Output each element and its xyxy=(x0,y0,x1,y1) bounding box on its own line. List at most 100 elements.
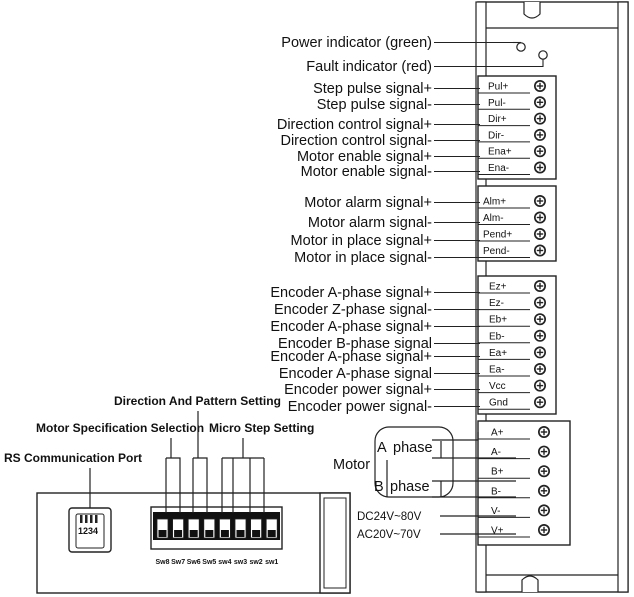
terminal-screw xyxy=(534,228,546,240)
terminal-label: Vcc xyxy=(489,381,506,392)
terminal-label: Eb+ xyxy=(489,315,507,326)
micro-step-label: Micro Step Setting xyxy=(209,421,314,435)
phase-b-label: phase xyxy=(390,479,430,495)
fault-led xyxy=(538,50,548,60)
left-label: Step pulse signal- xyxy=(317,97,432,113)
left-label: Power indicator (green) xyxy=(281,35,432,51)
terminal-screw xyxy=(538,465,550,478)
phase-a-letter: A xyxy=(377,440,387,456)
terminal-label: Dir+ xyxy=(488,114,507,125)
terminal-screw xyxy=(538,484,550,497)
terminal-label: B- xyxy=(491,486,501,497)
terminal-screw xyxy=(534,195,546,207)
power-terminals: A+A-B+B-V-V+ xyxy=(478,426,550,538)
left-label: Motor in place signal+ xyxy=(291,233,432,249)
dip-leader-lines xyxy=(165,411,265,513)
terminal-label: Alm+ xyxy=(483,197,506,208)
left-label: Step pulse signal+ xyxy=(313,81,432,97)
terminal-screw xyxy=(534,128,546,141)
terminal-screw xyxy=(534,280,546,292)
dip-switch-toggle xyxy=(265,518,278,539)
terminal-screw xyxy=(534,379,546,392)
left-label: Motor enable signal+ xyxy=(297,149,432,165)
terminal-screw xyxy=(538,504,550,517)
terminal-screw xyxy=(538,445,550,458)
dip-switch-toggle xyxy=(172,518,185,539)
phase-a-label: phase xyxy=(393,440,433,456)
rs-port-label: RS Communication Port xyxy=(4,451,142,465)
left-label: Encoder power signal+ xyxy=(284,382,432,398)
dip-switch-label: Sw6 xyxy=(187,559,201,566)
terminal-screw xyxy=(534,329,546,342)
terminal-label: Ez- xyxy=(489,298,504,309)
terminal-screw xyxy=(534,161,546,174)
terminal-label: Ena- xyxy=(488,163,509,174)
rs-port-pins: 1234 xyxy=(78,526,98,536)
left-label: Encoder A-phase signal+ xyxy=(270,319,432,335)
left-label: Encoder power signal- xyxy=(288,399,432,415)
dip-switch xyxy=(150,506,283,550)
terminal-block-power xyxy=(477,420,571,546)
dip-switch-label: sw4 xyxy=(218,559,231,566)
terminal-screw xyxy=(534,313,546,326)
dip-switch-label: sw3 xyxy=(234,559,247,566)
terminal-label: Pend- xyxy=(483,246,510,257)
dip-switch-toggle xyxy=(234,518,247,539)
dip-switch-label: sw2 xyxy=(249,559,262,566)
motor-group: Motor A phase B phase xyxy=(333,426,516,498)
terminal-label: Ea- xyxy=(489,365,505,376)
left-label: Direction control signal- xyxy=(280,133,432,149)
dip-switch-label: Sw5 xyxy=(202,559,216,566)
dip-switch-toggle xyxy=(203,518,216,539)
terminal-label: Pul- xyxy=(488,98,506,109)
dip-switch-label: Sw7 xyxy=(171,559,185,566)
terminal-label: Ena+ xyxy=(488,147,512,158)
terminal-label: A+ xyxy=(491,428,504,439)
terminal-screw xyxy=(534,244,546,257)
terminal-label: Pend+ xyxy=(483,230,512,241)
motor-outline xyxy=(374,426,454,498)
dip-switch-toggle xyxy=(187,518,200,539)
motor-label: Motor xyxy=(333,457,370,473)
dip-switch-label: sw1 xyxy=(265,559,278,566)
terminal-screw xyxy=(534,346,546,359)
terminal-screw xyxy=(534,96,546,109)
terminal-screw xyxy=(534,80,546,92)
left-label: Encoder A-phase signal+ xyxy=(270,285,432,301)
left-labels: Power indicator (green) Fault indicator (… xyxy=(270,35,544,415)
left-label: Fault indicator (red) xyxy=(306,59,432,75)
left-label: Direction control signal+ xyxy=(277,117,432,133)
left-label: Encoder Z-phase signal- xyxy=(274,302,432,318)
terminal-label: A- xyxy=(491,447,501,458)
terminal-label: Dir- xyxy=(488,130,504,141)
phase-b-letter: B xyxy=(374,479,384,495)
terminal-screw xyxy=(534,112,546,125)
dip-switch-toggle xyxy=(156,518,169,539)
terminal-label: V+ xyxy=(491,526,504,537)
alarm-terminals: Alm+ Alm- Pend+ Pend- xyxy=(478,195,546,258)
left-label: Encoder A-phase signal xyxy=(279,366,432,382)
dip-switch-toggle xyxy=(218,518,231,539)
signal-terminals: Pul+Pul-Dir+Dir-Ena+Ena- xyxy=(478,80,546,175)
terminal-screw xyxy=(534,211,546,224)
left-label: Motor alarm signal+ xyxy=(304,195,432,211)
terminal-label: Alm- xyxy=(483,213,504,224)
terminal-screw xyxy=(538,426,550,438)
rs-port-connector: 1234 xyxy=(68,507,112,553)
terminal-screw xyxy=(534,296,546,309)
dip-switch-label: Sw8 xyxy=(155,559,169,566)
left-label: Encoder A-phase signal+ xyxy=(270,349,432,365)
terminal-label: Ez+ xyxy=(489,282,507,293)
left-label: Motor in place signal- xyxy=(294,250,432,266)
terminal-label: Gnd xyxy=(489,398,508,409)
left-label: Encoder B-phase signal xyxy=(278,336,432,352)
ac-supply-label: AC20V~70V xyxy=(357,529,421,541)
dc-supply-label: DC24V~80V xyxy=(357,511,422,523)
power-led xyxy=(516,42,526,52)
motor-spec-label: Motor Specification Selection xyxy=(36,421,204,435)
direction-pattern-label: Direction And Pattern Setting xyxy=(114,394,281,408)
dip-switch-toggle xyxy=(250,518,263,539)
terminal-screw xyxy=(538,524,550,536)
